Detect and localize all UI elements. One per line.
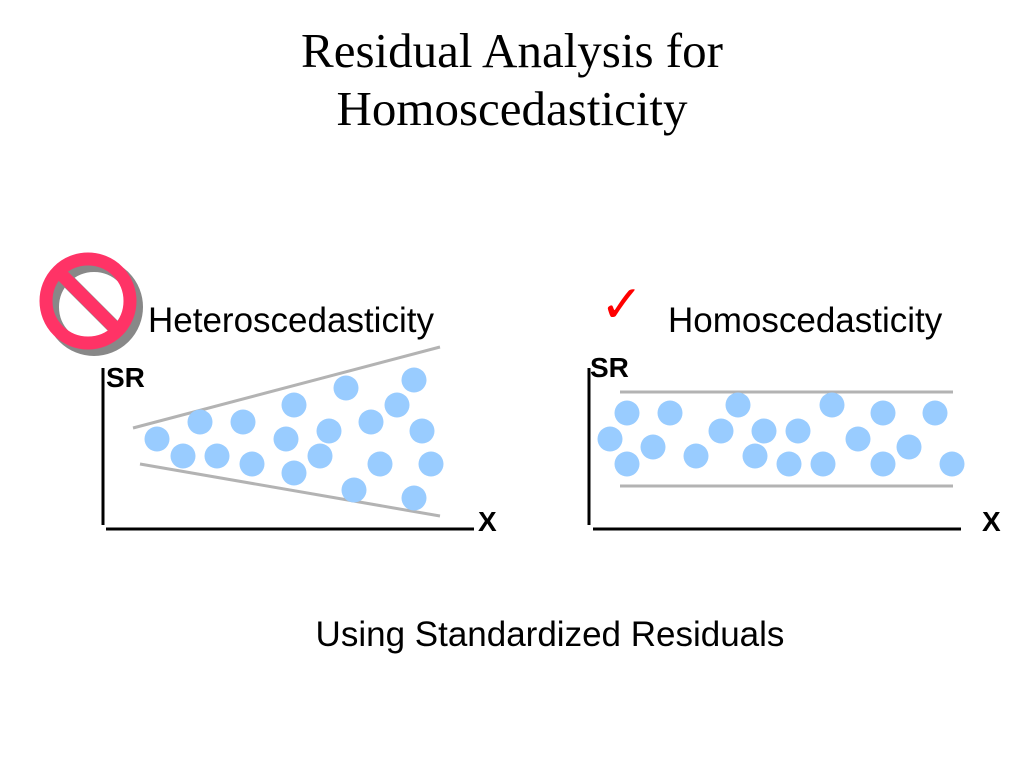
residual-point bbox=[614, 451, 640, 477]
residual-point bbox=[896, 434, 922, 460]
residual-point bbox=[922, 400, 948, 426]
right-x-axis-label: X bbox=[982, 506, 1001, 537]
residual-point bbox=[845, 426, 871, 452]
heteroscedasticity-label: Heteroscedasticity bbox=[148, 301, 434, 340]
residual-point bbox=[725, 392, 751, 418]
residual-point bbox=[230, 409, 256, 435]
residual-point bbox=[358, 409, 384, 435]
residual-point bbox=[819, 392, 845, 418]
left-x-axis-label: X bbox=[478, 506, 497, 537]
slide-title-line-1: Residual Analysis for bbox=[301, 23, 723, 78]
residual-point bbox=[333, 375, 359, 401]
residual-point bbox=[281, 460, 307, 486]
slide-title: Residual Analysis for Homoscedasticity bbox=[0, 22, 1024, 138]
residual-point bbox=[683, 443, 709, 469]
residual-point bbox=[870, 451, 896, 477]
homoscedasticity-points bbox=[597, 392, 965, 477]
residual-point bbox=[939, 451, 965, 477]
residual-point bbox=[204, 443, 230, 469]
homoscedasticity-plot bbox=[587, 368, 965, 531]
residual-point bbox=[776, 451, 802, 477]
residual-point bbox=[367, 451, 393, 477]
residual-point bbox=[281, 392, 307, 418]
residual-point bbox=[640, 434, 666, 460]
residual-point bbox=[401, 485, 427, 511]
residual-point bbox=[341, 477, 367, 503]
residual-point bbox=[401, 367, 427, 393]
residual-point bbox=[751, 418, 777, 444]
left-y-axis-label: SR bbox=[106, 362, 145, 393]
residual-point bbox=[657, 400, 683, 426]
homoscedasticity-label: Homoscedasticity bbox=[668, 301, 943, 340]
residual-point bbox=[785, 418, 811, 444]
checkmark-icon: ✓ bbox=[600, 275, 644, 335]
right-y-axis-label: SR bbox=[590, 352, 629, 383]
residual-point bbox=[144, 426, 170, 452]
residual-point bbox=[273, 426, 299, 452]
prohibited-icon bbox=[39, 252, 143, 356]
residual-point bbox=[870, 400, 896, 426]
heteroscedasticity-points bbox=[144, 367, 444, 511]
upper-envelope-line bbox=[132, 345, 441, 430]
residual-point bbox=[384, 392, 410, 418]
residual-point bbox=[708, 418, 734, 444]
residual-point bbox=[316, 418, 342, 444]
residual-point bbox=[170, 443, 196, 469]
heteroscedasticity-plot bbox=[39, 252, 474, 531]
residual-point bbox=[418, 451, 444, 477]
residual-point bbox=[409, 418, 435, 444]
caption: Using Standardized Residuals bbox=[315, 615, 785, 654]
residual-point bbox=[742, 443, 768, 469]
residual-point bbox=[239, 451, 265, 477]
residual-point bbox=[187, 409, 213, 435]
residual-point bbox=[597, 426, 623, 452]
residual-point bbox=[307, 443, 333, 469]
residual-point bbox=[614, 400, 640, 426]
residual-point bbox=[810, 451, 836, 477]
slide-title-line-2: Homoscedasticity bbox=[336, 81, 688, 136]
lower-envelope-line bbox=[139, 462, 441, 518]
